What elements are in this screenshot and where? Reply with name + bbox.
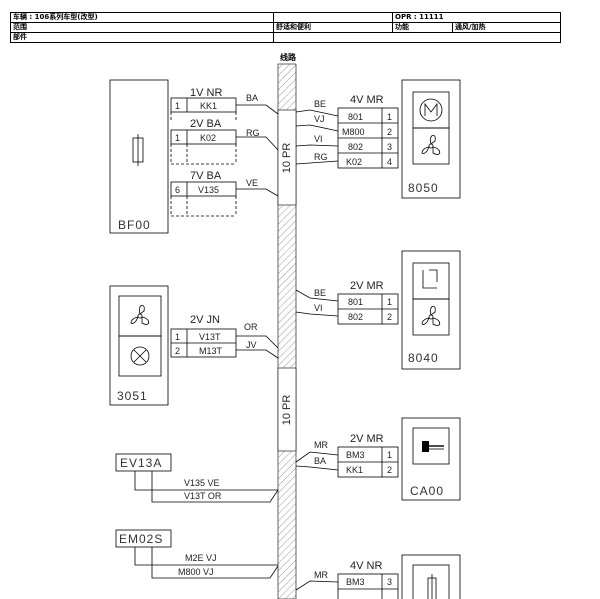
function-label: 功能 (395, 23, 409, 31)
em02s-wire2: M800 VJ (178, 567, 214, 577)
ca00-r2-wire: KK1 (346, 465, 363, 475)
fan-icon (421, 134, 441, 155)
c8050-r3-pin: 3 (387, 142, 392, 152)
scope-label: 范围 (13, 23, 27, 31)
harness-junction-top (277, 109, 297, 206)
lamp-icon (130, 346, 150, 366)
bf00-box (109, 79, 169, 234)
component-ev13a: EV13A V135 VE V13T OR (115, 453, 279, 503)
opr-text: OPR : 11111 (395, 13, 444, 21)
resistor-icon (422, 269, 438, 289)
harness-label-bottom: 10 PR (281, 395, 293, 426)
c3051-connector: 2V JN 1 V13T OR 2 M13T JV (170, 314, 279, 359)
c8050-r3-color: VI (314, 134, 323, 144)
ca00-r2-color: BA (314, 456, 326, 466)
ca00-r1-pin: 1 (387, 450, 392, 460)
parts-value-cell (273, 32, 561, 43)
bf00-c3-color: VE (246, 178, 258, 188)
c8050-connector: 4V MR BE 801 1 VJ M800 2 VI 802 3 RG K02… (295, 94, 399, 169)
fan-icon (130, 304, 150, 325)
bf00-c3-pin: 6 (175, 185, 180, 195)
c3051-r2-color: JV (246, 340, 257, 350)
component-bf00: BF00 (109, 79, 169, 234)
c8040-r1-color: BE (314, 288, 326, 298)
ev13a-wire1: V135 VE (184, 478, 220, 488)
c3051-r2-wire: M13T (199, 346, 223, 356)
c3051-r1-color: OR (244, 322, 258, 332)
c8050-r2-wire: M800 (342, 127, 365, 137)
fan-icon (421, 305, 441, 326)
bottom-r1-color: MR (314, 570, 328, 580)
component-ca00: CA00 (401, 417, 461, 501)
c8050-r2-pin: 2 (387, 127, 392, 137)
component-8040: 8040 (401, 250, 461, 370)
motor-icon (419, 98, 443, 122)
harness-title: 线路 (280, 52, 297, 62)
c8050-r2-color: VJ (314, 114, 325, 124)
c3051-r1-wire: V13T (199, 332, 221, 342)
c8050-r3-wire: 802 (348, 142, 363, 152)
bf00-connectors: 1V NR BA 1 KK1 2V BA RG 1 K02 7V BA VE 6… (170, 87, 279, 217)
component-em02s: EM02S M2E VJ M800 VJ (115, 529, 279, 579)
bottom-r1-pin: 3 (387, 577, 392, 587)
c8040-r2-pin: 2 (387, 312, 392, 322)
component-3051: 3051 (109, 285, 169, 406)
bf00-c1-wire: KK1 (200, 101, 217, 111)
bf00-c3-header: 7V BA (190, 170, 222, 182)
ca00-r1-color: MR (314, 440, 328, 450)
bottom-header: 4V NR (350, 560, 382, 572)
bottom-r1-wire: BM3 (346, 577, 365, 587)
bf00-c3-wire: V135 (198, 185, 219, 195)
bf00-label: BF00 (118, 218, 151, 232)
header-table: 车辆 : 106系列车型(改型) OPR : 11111 范围 舒适和便利 功能… (0, 0, 600, 60)
c8040-r2-wire: 802 (348, 312, 363, 322)
c8050-header: 4V MR (350, 94, 384, 106)
key-icon (422, 441, 444, 452)
c8050-r1-color: BE (314, 99, 326, 109)
function-value: 通风/加热 (455, 23, 486, 31)
c3051-r1-pin: 1 (175, 332, 180, 342)
harness-junction-bottom (277, 367, 297, 452)
ca00-r2-pin: 2 (387, 465, 392, 475)
bf00-c2-wire: K02 (200, 133, 216, 143)
c8040-r1-pin: 1 (387, 297, 392, 307)
c8040-r2-color: VI (314, 303, 323, 313)
c8040-label: 8040 (408, 351, 439, 365)
c8050-r4-wire: K02 (346, 157, 362, 167)
ev13a-label: EV13A (120, 456, 162, 470)
scope-value: 舒适和便利 (276, 23, 311, 31)
ca00-header: 2V MR (350, 433, 384, 445)
component-8050: 8050 (401, 79, 461, 199)
vehicle-text: 车辆 : 106系列车型(改型) (13, 13, 98, 21)
c3051-header: 2V JN (190, 314, 220, 326)
c8040-connector: 2V MR BE 801 1 VI 802 2 (295, 280, 399, 325)
c8050-r4-color: RG (314, 152, 328, 162)
bf00-c2-header: 2V BA (190, 118, 222, 130)
c8050-label: 8050 (408, 181, 439, 195)
bf00-c1-color: BA (246, 93, 258, 103)
bf00-c1-header: 1V NR (190, 87, 222, 99)
c8050-r1-wire: 801 (348, 112, 363, 122)
ca00-label: CA00 (410, 484, 444, 498)
parts-label: 部件 (13, 33, 27, 41)
c8050-r1-pin: 1 (387, 112, 392, 122)
bf00-c2-pin: 1 (175, 133, 180, 143)
ev13a-wire2: V13T OR (184, 491, 222, 501)
bf00-c2-color: RG (246, 128, 260, 138)
harness-label-top: 10 PR (281, 143, 293, 174)
ca00-connector: 2V MR MR BM3 1 BA KK1 2 (295, 433, 399, 478)
em02s-wire1: M2E VJ (185, 553, 217, 563)
c8050-r4-pin: 4 (387, 157, 392, 167)
c8040-r1-wire: 801 (348, 297, 363, 307)
bottom-connector: 4V NR MR BM3 3 (295, 560, 399, 599)
c3051-r2-pin: 2 (175, 346, 180, 356)
component-bottom-partial (401, 554, 461, 599)
c3051-label: 3051 (117, 389, 148, 403)
bf00-c1-pin: 1 (175, 101, 180, 111)
em02s-label: EM02S (119, 532, 163, 546)
c8040-header: 2V MR (350, 280, 384, 292)
ca00-r1-wire: BM3 (346, 450, 365, 460)
